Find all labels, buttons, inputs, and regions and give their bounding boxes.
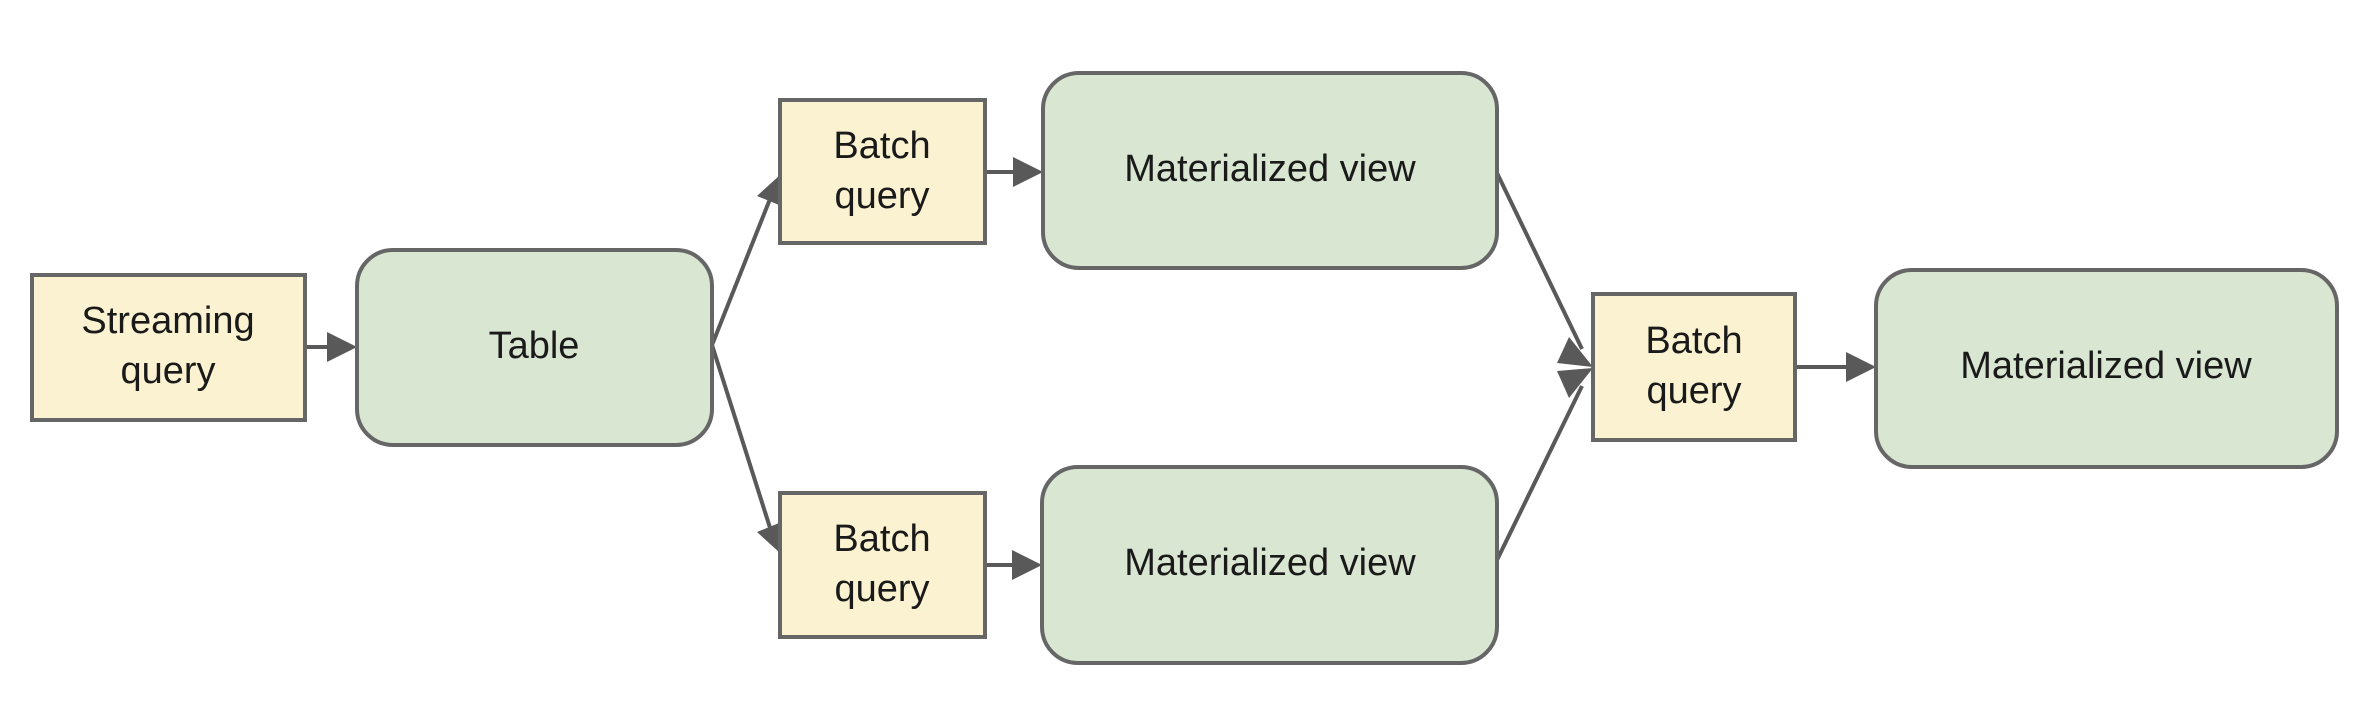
streaming-query-box[interactable] bbox=[30, 273, 307, 422]
batch-query-bottom-label-line1: Batch bbox=[833, 518, 930, 560]
batch-query-join-label-line2: query bbox=[1646, 370, 1741, 412]
table-label: Table bbox=[489, 325, 580, 367]
edge-batch-query-bottom-to-materialized-view-bottom bbox=[985, 550, 1042, 580]
batch-query-top-box[interactable] bbox=[778, 98, 987, 245]
materialized-view-final-label: Materialized view bbox=[1960, 345, 2252, 387]
materialized-view-top-box[interactable] bbox=[1041, 71, 1499, 270]
edge-batch-query-join-to-materialized-view-final bbox=[1795, 352, 1876, 382]
edge-table-to-batch-query-top bbox=[710, 175, 784, 346]
table-box[interactable] bbox=[355, 248, 714, 447]
materialized-view-final-box[interactable] bbox=[1874, 268, 2339, 469]
batch-query-bottom-label-line2: query bbox=[834, 568, 929, 610]
batch-query-top-label-line1: Batch bbox=[833, 125, 930, 167]
materialized-view-bottom-label: Materialized view bbox=[1124, 542, 1416, 584]
node-batch-query-bottom[interactable]: Batch query bbox=[778, 491, 987, 639]
node-streaming-query[interactable]: Streaming query bbox=[30, 273, 307, 422]
edge-table-to-batch-query-bottom bbox=[710, 344, 784, 553]
batch-query-top-label-line2: query bbox=[834, 175, 929, 217]
node-batch-query-join[interactable]: Batch query bbox=[1591, 292, 1797, 442]
edge-materialized-view-bottom-to-batch-query-join bbox=[1495, 368, 1593, 561]
node-layer: Streaming query Table Batch query Materi… bbox=[30, 71, 2339, 665]
streaming-query-label-line2: query bbox=[120, 350, 215, 392]
node-batch-query-top[interactable]: Batch query bbox=[778, 98, 987, 245]
node-materialized-view-bottom[interactable]: Materialized view bbox=[1040, 465, 1499, 665]
edge-streaming-query-to-table bbox=[305, 332, 357, 362]
edge-materialized-view-top-to-batch-query-join bbox=[1495, 172, 1593, 367]
materialized-view-top-label: Materialized view bbox=[1124, 148, 1416, 190]
node-table[interactable]: Table bbox=[355, 248, 714, 447]
node-materialized-view-top[interactable]: Materialized view bbox=[1041, 71, 1499, 270]
edge-layer bbox=[305, 157, 1876, 580]
materialized-view-bottom-box[interactable] bbox=[1040, 465, 1499, 665]
node-materialized-view-final[interactable]: Materialized view bbox=[1874, 268, 2339, 469]
edge-batch-query-top-to-materialized-view-top bbox=[985, 157, 1043, 187]
batch-query-join-box[interactable] bbox=[1591, 292, 1797, 442]
batch-query-join-label-line1: Batch bbox=[1645, 320, 1742, 362]
batch-query-bottom-box[interactable] bbox=[778, 491, 987, 639]
streaming-query-label-line1: Streaming bbox=[81, 300, 254, 342]
